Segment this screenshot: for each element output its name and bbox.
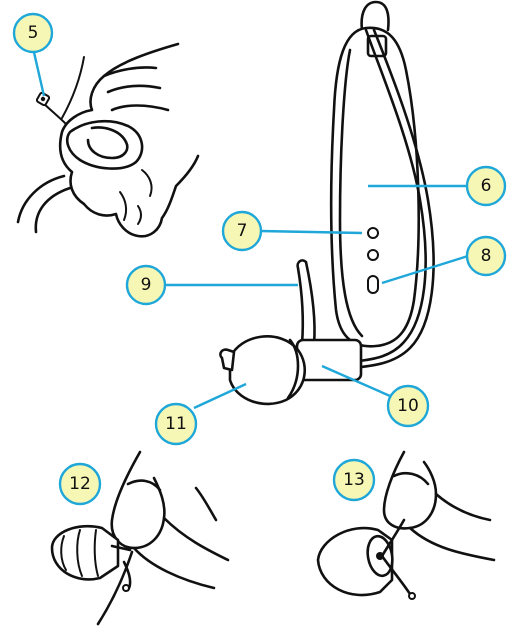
leader-5 [33, 48, 44, 96]
callout-12: 12 [60, 464, 100, 504]
callout-11: 11 [156, 404, 196, 444]
callout-label-12: 12 [69, 474, 91, 494]
hand-with-wire-illustration [18, 44, 198, 236]
callout-label-5: 5 [28, 23, 39, 43]
callout-label-9: 9 [141, 275, 152, 295]
callout-7: 7 [223, 212, 261, 250]
callout-5: 5 [14, 14, 52, 52]
callout-9: 9 [127, 266, 165, 304]
callout-13: 13 [334, 460, 374, 500]
callout-label-7: 7 [237, 221, 248, 241]
callout-8: 8 [467, 237, 505, 275]
callout-label-10: 10 [397, 396, 419, 416]
callout-label-8: 8 [481, 246, 492, 266]
callout-10: 10 [388, 386, 428, 426]
callout-label-11: 11 [165, 414, 187, 434]
callout-label-13: 13 [343, 470, 365, 490]
callout-label-6: 6 [481, 176, 492, 196]
hearing-aid-device-illustration [220, 2, 433, 404]
callout-6: 6 [467, 167, 505, 205]
leader-11 [194, 384, 246, 408]
